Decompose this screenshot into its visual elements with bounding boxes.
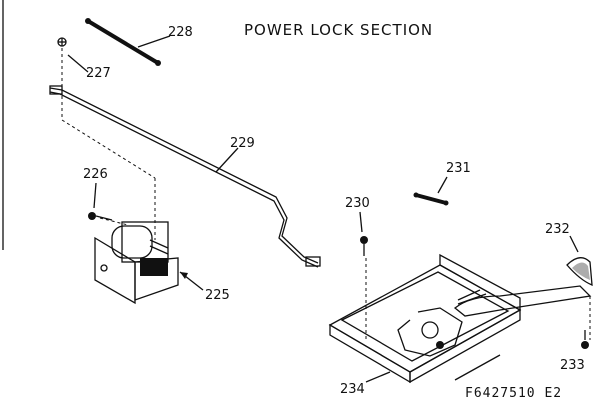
label-232: 232 (545, 222, 570, 237)
dash-226 (99, 217, 129, 226)
leader-231 (437, 176, 448, 194)
label-227: 227 (86, 66, 111, 81)
leader-228 (137, 35, 171, 48)
part-234-lock-plate (328, 253, 592, 384)
leader-227 (67, 54, 89, 73)
label-229: 229 (230, 136, 255, 151)
label-226: 226 (83, 167, 108, 182)
part-225-actuator (94, 221, 179, 305)
leader-234 (365, 371, 391, 383)
leader-232 (569, 235, 579, 253)
label-234: 234 (340, 382, 365, 397)
label-228: 228 (168, 25, 193, 40)
part-232-knob (566, 257, 593, 287)
drawing-code: F6427510 E2 (465, 386, 563, 401)
label-233: 233 (560, 358, 585, 373)
label-231: 231 (446, 161, 471, 176)
diagram-title: POWER LOCK SECTION (244, 21, 434, 39)
part-227-clip (57, 37, 67, 47)
leader-229 (215, 147, 239, 173)
part-229-link-rod (49, 85, 321, 268)
label-230: 230 (345, 196, 370, 211)
part-231-pin (413, 192, 449, 206)
leader-230 (359, 211, 363, 233)
part-233-screw (581, 330, 589, 349)
part-230-screw (360, 236, 368, 256)
part-226-screw (88, 212, 113, 221)
dash-guide-2 (61, 119, 156, 179)
part-228-pin (85, 18, 161, 66)
label-225: 225 (205, 288, 230, 303)
leader-226 (93, 182, 97, 209)
arrow-225 (180, 272, 188, 279)
